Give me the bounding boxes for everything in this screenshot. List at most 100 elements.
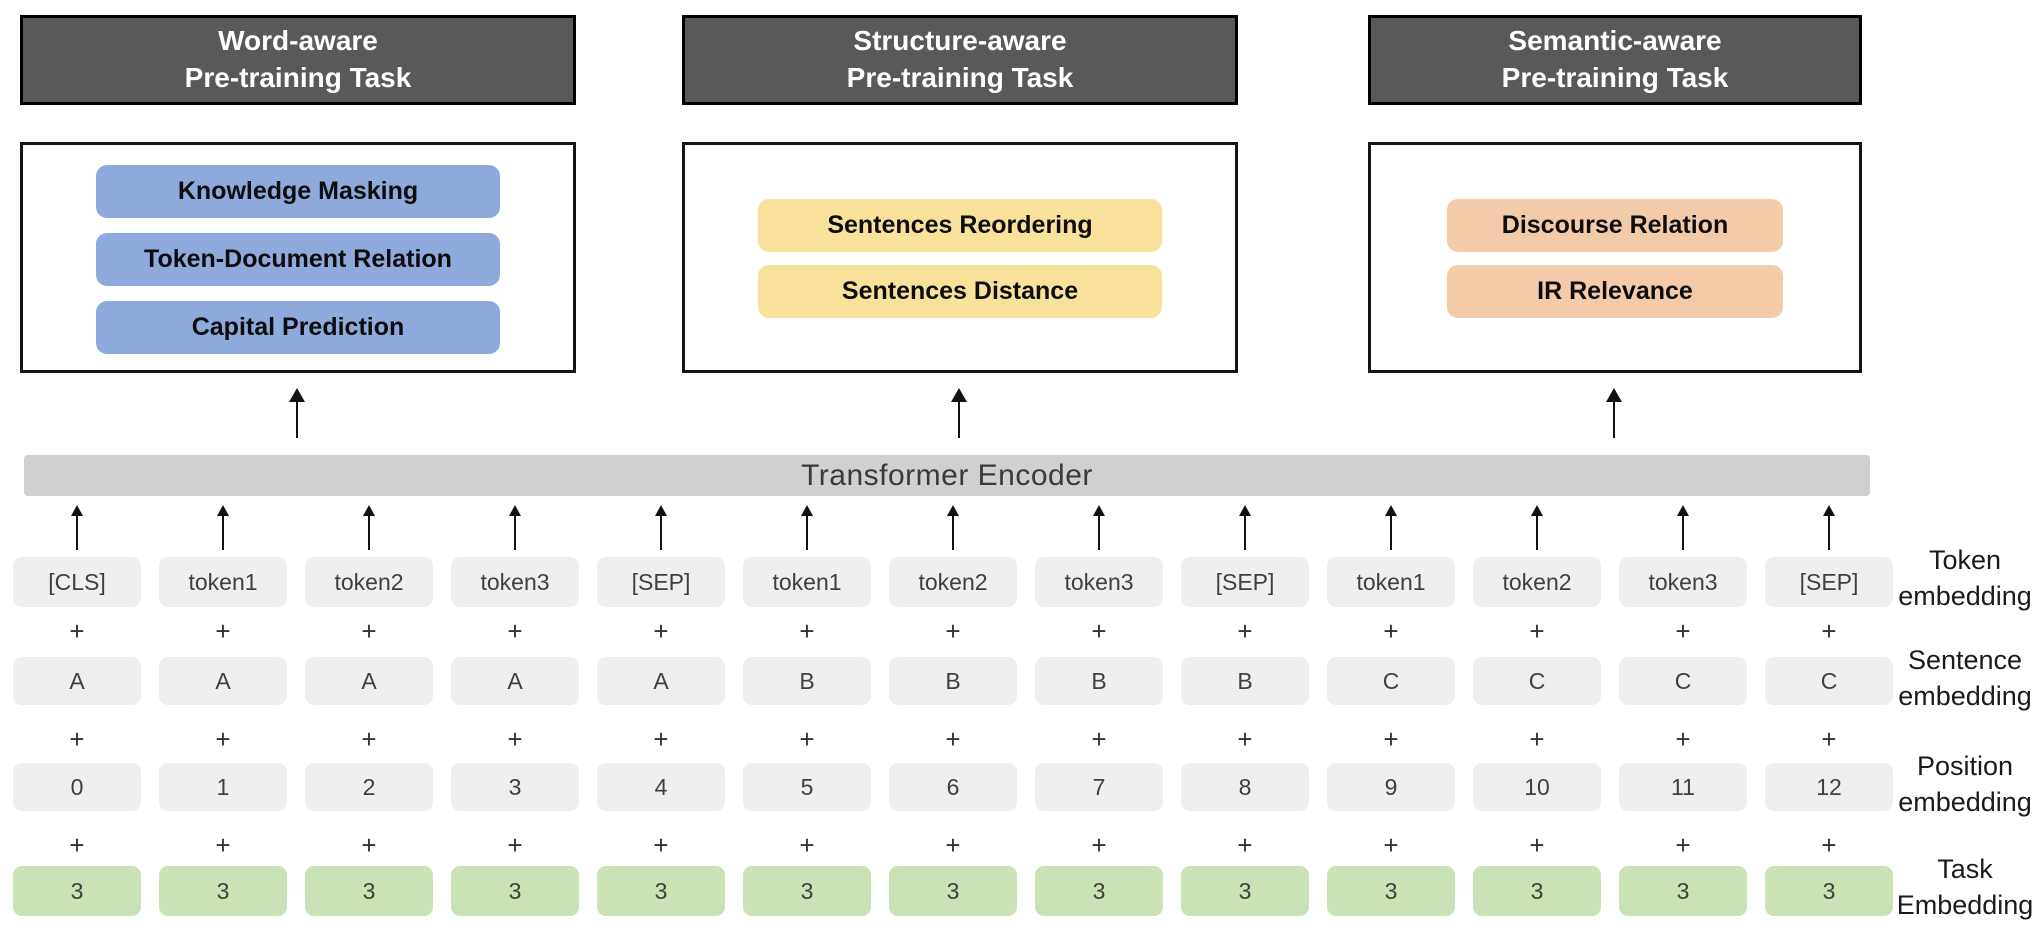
label-sentence-line2: embedding xyxy=(1898,680,2032,711)
sentence-embedding-box: B xyxy=(889,657,1017,705)
header-structure-aware-line2: Pre-training Task xyxy=(846,62,1074,93)
arrow-head-icon xyxy=(509,505,521,516)
label-token-embedding: Token embedding xyxy=(1888,543,2042,614)
up-arrow-icon xyxy=(1239,505,1251,550)
arrow-shaft xyxy=(806,516,808,550)
label-task-line2: Embedding xyxy=(1896,889,2034,920)
arrow-head-icon xyxy=(217,505,229,516)
token-embedding-box: token2 xyxy=(889,557,1017,607)
task-embedding-box: 3 xyxy=(159,866,287,916)
sentence-embedding-box: A xyxy=(159,657,287,705)
arrow-encoder-to-word-panel xyxy=(289,388,305,438)
transformer-encoder-label: Transformer Encoder xyxy=(801,458,1093,492)
arrow-shaft xyxy=(952,516,954,550)
input-arrow-cell xyxy=(1035,505,1163,550)
sentence-embedding-box: A xyxy=(13,657,141,705)
position-embedding-box: 3 xyxy=(451,763,579,811)
sentence-embedding-box: C xyxy=(1473,657,1601,705)
arrow-shaft xyxy=(660,516,662,550)
input-arrow-cell xyxy=(597,505,725,550)
position-embedding-box: 7 xyxy=(1035,763,1163,811)
plus-sign: + xyxy=(653,616,669,646)
input-arrow-cell xyxy=(13,505,141,550)
plus-sign: + xyxy=(1091,724,1107,754)
label-token-line1: Token xyxy=(1928,545,2002,575)
arrow-head-icon xyxy=(71,505,83,516)
plus-sign: + xyxy=(1237,616,1253,646)
header-semantic-aware-line2: Pre-training Task xyxy=(1501,62,1729,93)
arrow-head-icon xyxy=(1823,505,1835,516)
plus-sign: + xyxy=(69,724,85,754)
plus-sign: + xyxy=(799,616,815,646)
label-position-line2: embedding xyxy=(1898,786,2032,817)
arrow-shaft xyxy=(514,516,516,550)
token-embedding-box: token3 xyxy=(1035,557,1163,607)
task-embedding-box: 3 xyxy=(1327,866,1455,916)
plus-sign: + xyxy=(1821,724,1837,754)
plus-sign: + xyxy=(1529,616,1545,646)
plus-sign: + xyxy=(1383,724,1399,754)
header-structure-aware: Structure-aware Pre-training Task xyxy=(682,15,1238,105)
arrow-head-icon xyxy=(1239,505,1251,516)
arrow-head-icon xyxy=(1677,505,1689,516)
row-plus-2: +++++++++++++ xyxy=(13,724,1893,754)
task-embedding-box: 3 xyxy=(13,866,141,916)
plus-sign: + xyxy=(653,830,669,860)
plus-sign: + xyxy=(1675,724,1691,754)
sentence-embedding-box: C xyxy=(1327,657,1455,705)
plus-sign: + xyxy=(507,724,523,754)
task-box-capital-prediction: Capital Prediction xyxy=(96,301,500,354)
task-box-sentences-reordering: Sentences Reordering xyxy=(758,199,1162,252)
plus-sign: + xyxy=(1821,830,1837,860)
task-embedding-box: 3 xyxy=(451,866,579,916)
task-embedding-box: 3 xyxy=(1473,866,1601,916)
plus-sign: + xyxy=(1383,830,1399,860)
task-embedding-box: 3 xyxy=(1035,866,1163,916)
arrow-head-icon xyxy=(655,505,667,516)
header-word-aware-line1: Word-aware xyxy=(218,25,378,57)
plus-sign: + xyxy=(799,830,815,860)
up-arrow-icon xyxy=(947,505,959,550)
plus-sign: + xyxy=(69,830,85,860)
token-embedding-box: [SEP] xyxy=(1765,557,1893,607)
arrow-shaft xyxy=(1098,516,1100,550)
up-arrow-icon xyxy=(1531,505,1543,550)
plus-sign: + xyxy=(945,724,961,754)
label-task-line1: Task xyxy=(1937,854,1993,884)
input-arrow-cell xyxy=(1473,505,1601,550)
plus-sign: + xyxy=(1675,830,1691,860)
header-structure-aware-line1: Structure-aware xyxy=(853,25,1067,57)
token-embedding-box: token3 xyxy=(1619,557,1747,607)
position-embedding-box: 2 xyxy=(305,763,433,811)
task-embedding-box: 3 xyxy=(1619,866,1747,916)
arrow-head-icon xyxy=(363,505,375,516)
plus-sign: + xyxy=(1529,830,1545,860)
input-arrow-cell xyxy=(889,505,1017,550)
row-input-arrows xyxy=(13,505,1893,550)
up-arrow-icon xyxy=(217,505,229,550)
task-embedding-box: 3 xyxy=(889,866,1017,916)
plus-sign: + xyxy=(361,724,377,754)
arrow-head-icon xyxy=(1531,505,1543,516)
sentence-embedding-box: A xyxy=(305,657,433,705)
task-box-discourse-relation: Discourse Relation xyxy=(1447,199,1783,252)
up-arrow-icon xyxy=(1823,505,1835,550)
plus-sign: + xyxy=(361,830,377,860)
header-semantic-aware-line1: Semantic-aware xyxy=(1508,25,1722,57)
arrow-shaft xyxy=(222,516,224,550)
up-arrow-icon xyxy=(509,505,521,550)
arrow-head-icon xyxy=(1093,505,1105,516)
position-embedding-box: 5 xyxy=(743,763,871,811)
token-embedding-box: [SEP] xyxy=(1181,557,1309,607)
up-arrow-icon xyxy=(801,505,813,550)
sentence-embedding-box: B xyxy=(743,657,871,705)
up-arrow-icon xyxy=(1385,505,1397,550)
label-token-line2: embedding xyxy=(1898,580,2032,611)
up-arrow-icon xyxy=(1677,505,1689,550)
input-arrow-cell xyxy=(1181,505,1309,550)
